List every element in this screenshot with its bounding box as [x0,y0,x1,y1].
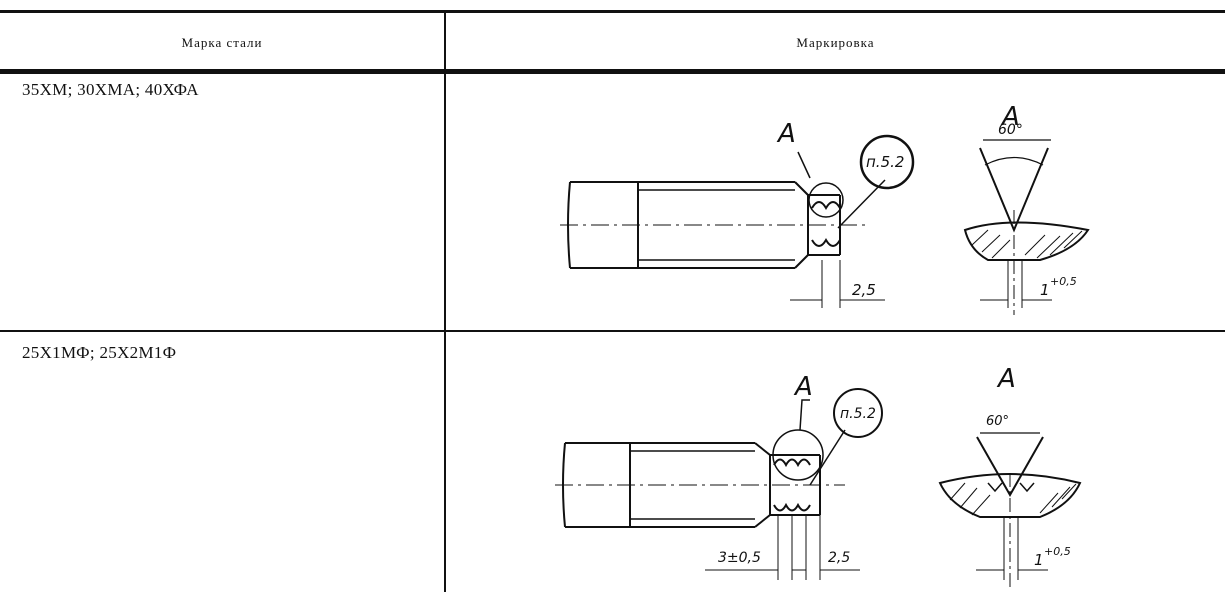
ref-note-row-1: п.5.2 [866,153,904,171]
header-steel-grade: Марка стали [181,35,263,50]
section-label-row-2: A [793,372,813,402]
dim-depth-tol-row-1: +0,5 [1050,275,1077,288]
header-marking: Маркировка [796,35,875,50]
dim-depth-row-2: 1 [1034,551,1044,569]
marking-drawing-row-1: A п.5.2 A 60° 2,5 1 +0,5 [560,102,1090,315]
steel-grade-row-2: 25Х1МФ; 25Х2М1Ф [22,343,177,362]
dim-width-row-2: 2,5 [828,550,850,566]
view-label-row-2: A [996,364,1016,394]
view-label-row-1: A [1000,102,1020,132]
section-label-row-1: A [776,119,796,149]
angle-label-row-2: 60° [986,414,1009,429]
header-bottom-border [0,69,1225,74]
marking-drawing-row-2: A п.5.2 A 60° 3±0,5 2,5 1 +0,5 [555,364,1082,587]
row-divider [0,330,1225,332]
steel-grade-row-1: 35ХМ; 30ХМА; 40ХФА [22,80,199,99]
dim-spacing-row-2: 3±0,5 [718,550,761,566]
table-top-border [0,10,1225,13]
dim-depth-row-1: 1 [1040,281,1050,299]
angle-label-row-1: 60° [998,122,1023,138]
dim-depth-tol-row-2: +0,5 [1044,545,1071,558]
column-divider [444,12,446,592]
dim-width-row-1: 2,5 [852,281,876,299]
ref-note-row-2: п.5.2 [840,406,876,422]
